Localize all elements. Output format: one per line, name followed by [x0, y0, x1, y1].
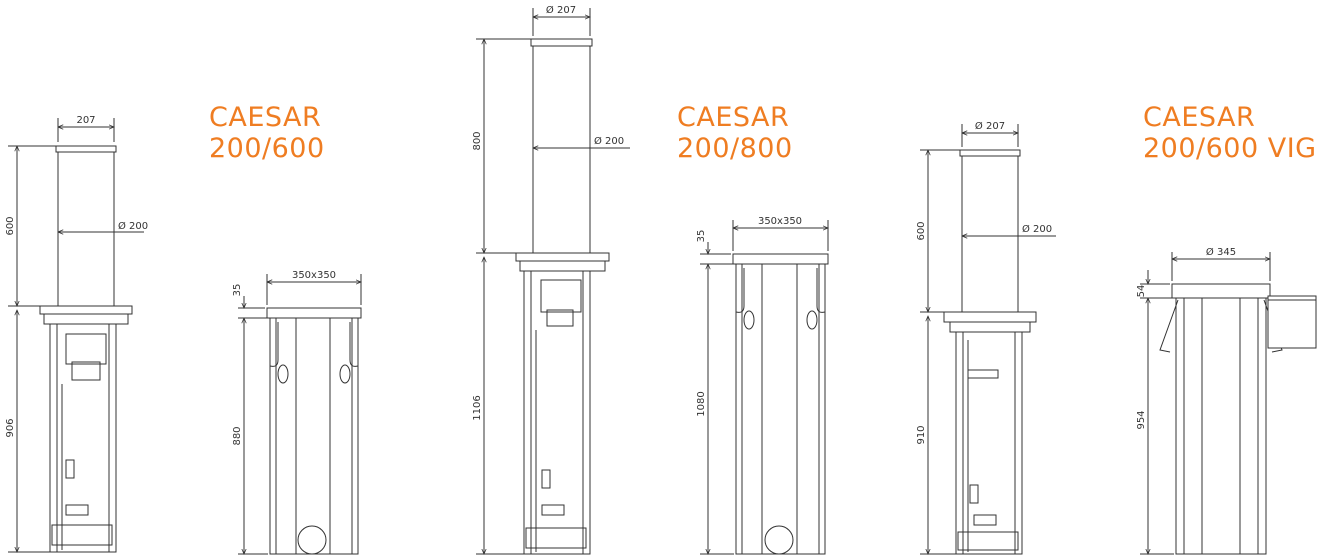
model1-title: CAESAR 200/600	[209, 102, 325, 164]
model2-front-view	[700, 220, 828, 554]
dim-m1-body-dia: Ø 200	[118, 220, 148, 232]
model2-title: CAESAR 200/800	[677, 102, 793, 164]
dim-m1-body-height: 906	[5, 418, 16, 437]
model3-title: CAESAR 200/600 VIG	[1143, 102, 1317, 164]
dim-m2-rise-height: 800	[472, 131, 483, 150]
dim-m1-front-body-height: 880	[232, 426, 243, 445]
dim-m1-rise-height: 600	[5, 216, 16, 235]
model2-title-line1: CAESAR	[677, 102, 790, 133]
dim-m3-top-width: Ø 207	[975, 120, 1005, 132]
model3-side-view	[920, 124, 1056, 554]
model1-side-view	[8, 118, 144, 552]
model2-title-line2: 200/800	[677, 133, 793, 164]
model1-title-line1: CAESAR	[209, 102, 322, 133]
dim-m2-top-width: Ø 207	[546, 4, 576, 16]
dim-m2-flange-thickness: 35	[696, 230, 707, 243]
dim-m3-flange-size: Ø 345	[1206, 246, 1236, 258]
dim-m2-body-dia: Ø 200	[594, 135, 624, 147]
dim-m2-body-height: 1106	[472, 395, 483, 420]
dim-m2-front-body-height: 1080	[696, 391, 707, 416]
dim-m3-body-dia: Ø 200	[1022, 223, 1052, 235]
dim-m3-flange-thickness: 54	[1136, 285, 1147, 298]
dim-m1-flange-thickness: 35	[232, 284, 243, 297]
dim-m2-flange-size: 350x350	[758, 216, 802, 227]
dim-m1-flange-size: 350x350	[292, 270, 336, 281]
dim-m3-front-body-height: 954	[1136, 410, 1147, 429]
model3-front-view	[1140, 252, 1317, 554]
model3-title-line2: 200/600 VIG	[1143, 133, 1317, 164]
model2-side-view	[476, 8, 630, 554]
model3-title-line1: CAESAR	[1143, 102, 1256, 133]
model1-front-view	[238, 274, 361, 554]
model1-title-line2: 200/600	[209, 133, 325, 164]
dim-m1-top-width: 207	[76, 115, 95, 126]
dim-m3-rise-height: 600	[916, 221, 927, 240]
dim-m3-body-height: 910	[916, 425, 927, 444]
